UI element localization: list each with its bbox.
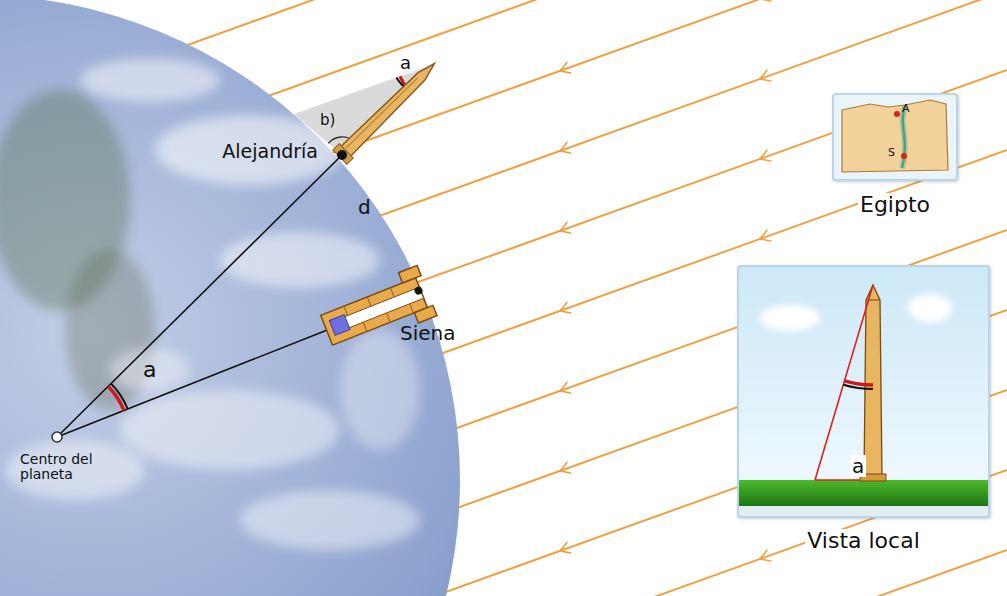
map-letter: A	[902, 103, 910, 115]
earth-globe	[0, 0, 460, 596]
center-label: Centro del planeta	[20, 452, 115, 483]
angle-label: b)	[320, 112, 335, 129]
center-dot	[52, 432, 62, 442]
egypt-map	[832, 93, 958, 181]
angle-label: a	[143, 358, 156, 382]
obelisk	[333, 56, 442, 164]
map-panel: ASEgipto	[832, 93, 958, 181]
arc-label: d	[358, 196, 371, 218]
city-label: Alejandría	[222, 141, 318, 162]
city-label: Siena	[400, 322, 456, 344]
local-view-scene	[737, 265, 990, 518]
panel-caption: Egipto	[858, 193, 932, 217]
local-view-panel: aVista local	[737, 265, 990, 518]
city-dot	[337, 150, 347, 160]
map-letter: S	[888, 147, 895, 159]
angle-arc	[111, 384, 128, 409]
radius-line	[57, 155, 342, 437]
siena-well	[47, 265, 437, 462]
angle-label: a	[850, 455, 866, 477]
angle-label: a	[398, 53, 413, 73]
panel-caption: Vista local	[805, 529, 922, 553]
